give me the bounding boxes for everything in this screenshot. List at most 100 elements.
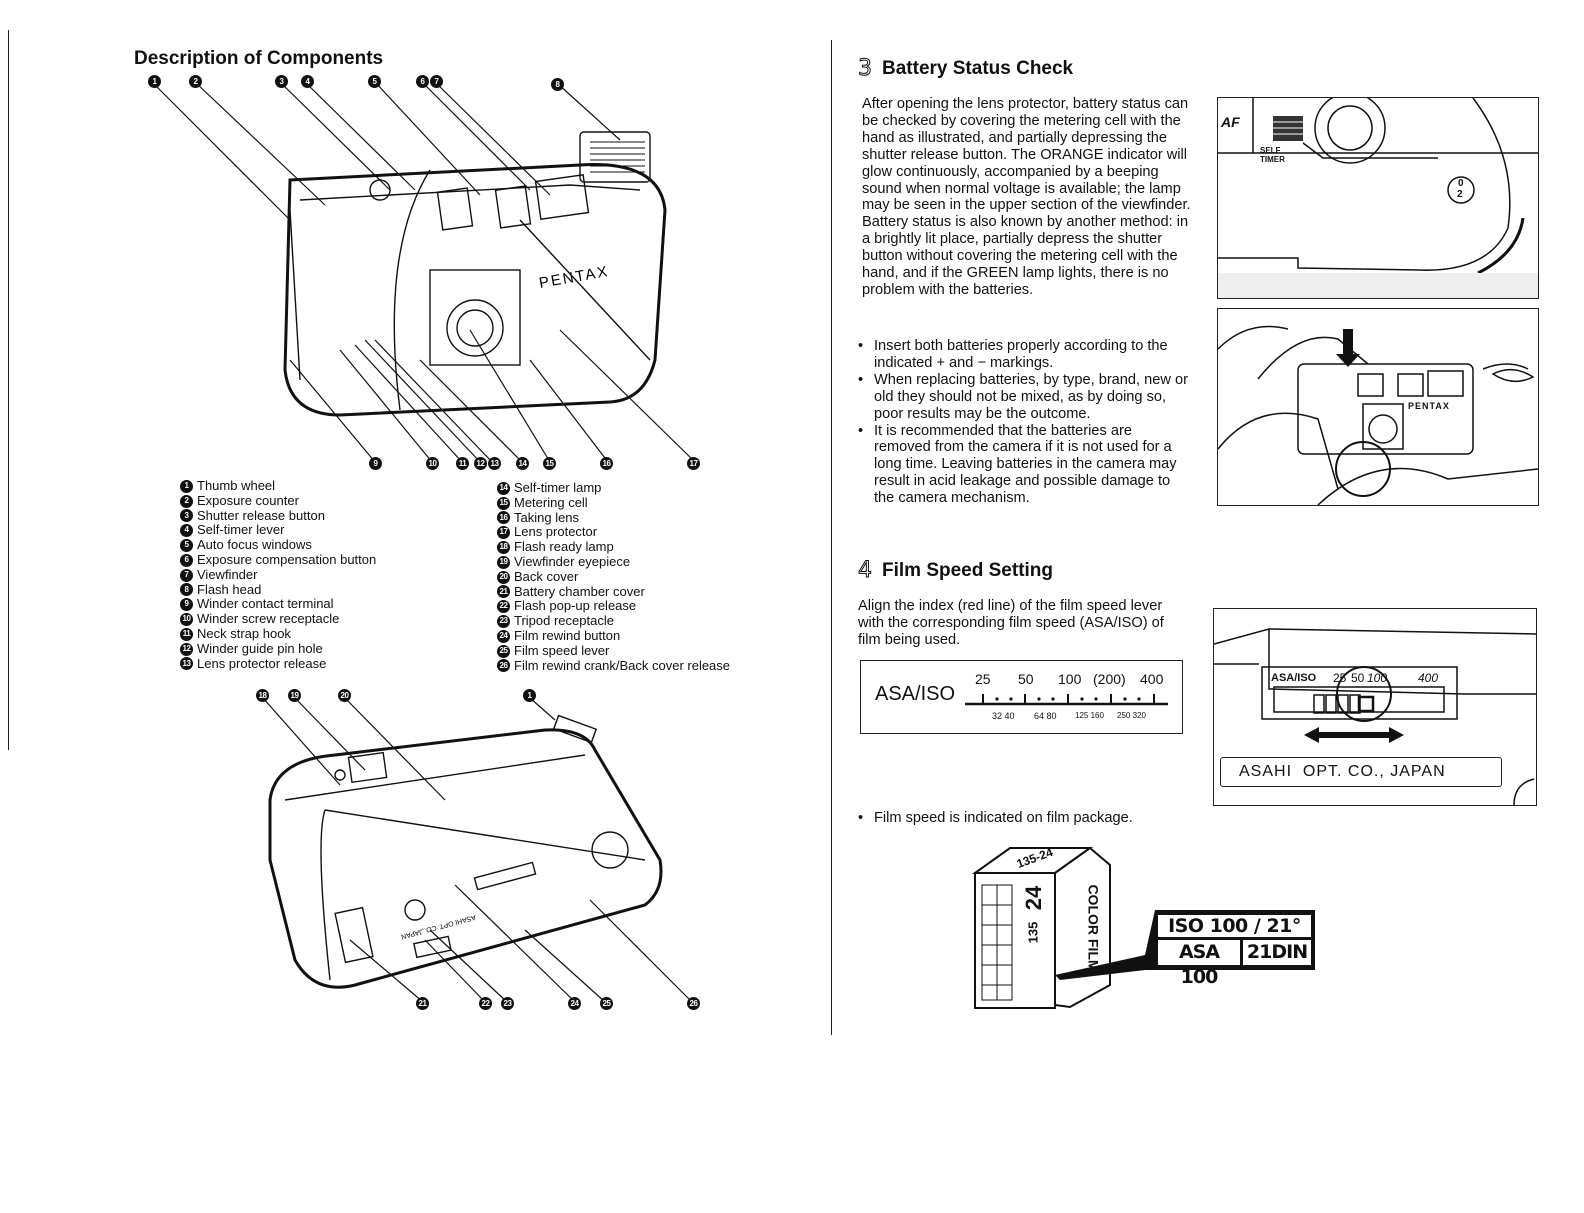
section-4-number: 4	[858, 558, 873, 584]
bullet-item: When replacing batteries, by type, brand…	[858, 372, 1188, 423]
scale-major-25: 25	[975, 671, 991, 687]
back-plate-label: ASAHI OPT. CO.,JAPAN	[400, 913, 476, 940]
section-3-number: 3	[858, 56, 873, 82]
callout-17: 17	[687, 457, 700, 470]
callout-4: 4	[301, 75, 314, 88]
callout-10: 10	[426, 457, 439, 470]
scale-major-50: 50	[1018, 671, 1034, 687]
camera-brand-label: PENTAX	[1408, 401, 1450, 411]
film-box-side-label: COLOR FILM	[1085, 884, 1102, 972]
film-speed-note: •Film speed is indicated on film package…	[858, 810, 1133, 827]
scale-major-400: 400	[1140, 671, 1164, 687]
callout-14: 14	[516, 457, 529, 470]
callout-20: 20	[338, 689, 351, 702]
left-margin-line	[8, 30, 9, 750]
section-4-heading: 4 Film Speed Setting	[858, 558, 1054, 584]
note-bullet: •Film speed is indicated on film package…	[858, 810, 1133, 826]
camera-brand-label: PENTAX	[538, 263, 611, 292]
scale-minor-250-320: 250 320	[1117, 711, 1146, 720]
film-speed-lever-illustration: ASA/ISO 25 50 100 400 ASAHI OPT. CO., JA…	[1213, 608, 1537, 806]
note-text: Film speed is indicated on film package.	[874, 810, 1133, 826]
lever-scale-label: ASA/ISO	[1271, 672, 1317, 684]
hand-covering-cell-illustration: PENTAX	[1217, 308, 1539, 506]
section-3-title: Battery Status Check	[882, 57, 1074, 79]
film-box-count: 24	[1021, 885, 1047, 911]
section-4-paragraph: Align the index (red line) of the film s…	[858, 598, 1164, 648]
iso-rating-label: ISO 100 / 21°	[1158, 915, 1311, 937]
counter-top: 0	[1458, 178, 1464, 189]
callout-9: 9	[369, 457, 382, 470]
scale-minor-125-160: 125 160	[1075, 711, 1104, 720]
lever-scale-100: 100	[1367, 671, 1388, 685]
callout-16: 16	[600, 457, 613, 470]
self-timer-label: SELF TIMER	[1260, 146, 1285, 164]
callout-19: 19	[288, 689, 301, 702]
scale-label: ASA/ISO	[875, 683, 956, 705]
page-title: Description of Components	[134, 48, 384, 69]
bullet-item: Insert both batteries properly according…	[858, 338, 1188, 372]
scale-major-100: 100	[1058, 671, 1082, 687]
callout-26: 26	[687, 997, 700, 1010]
lever-scale-50: 50	[1351, 671, 1365, 685]
lever-scale-400: 400	[1418, 671, 1439, 685]
scale-minor-64-80: 64 80	[1034, 711, 1057, 721]
callout-11: 11	[456, 457, 469, 470]
callout-15: 15	[543, 457, 556, 470]
film-speed-scale: ASA/ISO 25 50 100 (200) 400 32 40 64 80 …	[860, 660, 1183, 734]
callout-5: 5	[368, 75, 381, 88]
asa-rating-label: ASA 100	[1158, 940, 1240, 988]
callout-6: 6	[416, 75, 429, 88]
callout-18: 18	[256, 689, 269, 702]
callout-24: 24	[568, 997, 581, 1010]
callout-8: 8	[551, 78, 564, 91]
scale-ticks	[965, 694, 1168, 706]
back-camera-illustration: ASAHI OPT. CO.,JAPAN	[262, 697, 693, 1003]
callout-1-back: 1	[523, 689, 536, 702]
callout-12: 12	[474, 457, 487, 470]
scale-minor-32-40: 32 40	[992, 711, 1015, 721]
self-timer-illustration: AF SELF TIMER 0 2	[1217, 97, 1539, 299]
section-3-bullets: Insert both batteries properly according…	[858, 338, 1188, 507]
af-label: AF	[1221, 114, 1240, 130]
page-divider	[831, 40, 832, 1035]
section-4-title: Film Speed Setting	[882, 559, 1054, 581]
callout-21: 21	[416, 997, 429, 1010]
film-box-format: 135	[1025, 921, 1041, 944]
scale-major-200: (200)	[1093, 671, 1126, 687]
section-3-heading: 3 Battery Status Check	[858, 56, 1074, 82]
callout-23: 23	[501, 997, 514, 1010]
counter-bottom: 2	[1457, 189, 1463, 200]
callout-3: 3	[275, 75, 288, 88]
callout-13: 13	[488, 457, 501, 470]
front-camera-illustration: PENTAX	[151, 81, 696, 463]
callout-1: 1	[148, 75, 161, 88]
bullet-item: It is recommended that the batteries are…	[858, 423, 1188, 508]
callout-7: 7	[430, 75, 443, 88]
din-rating-label: 21DIN	[1243, 940, 1311, 965]
section-3-paragraph: After opening the lens protector, batter…	[862, 96, 1191, 298]
